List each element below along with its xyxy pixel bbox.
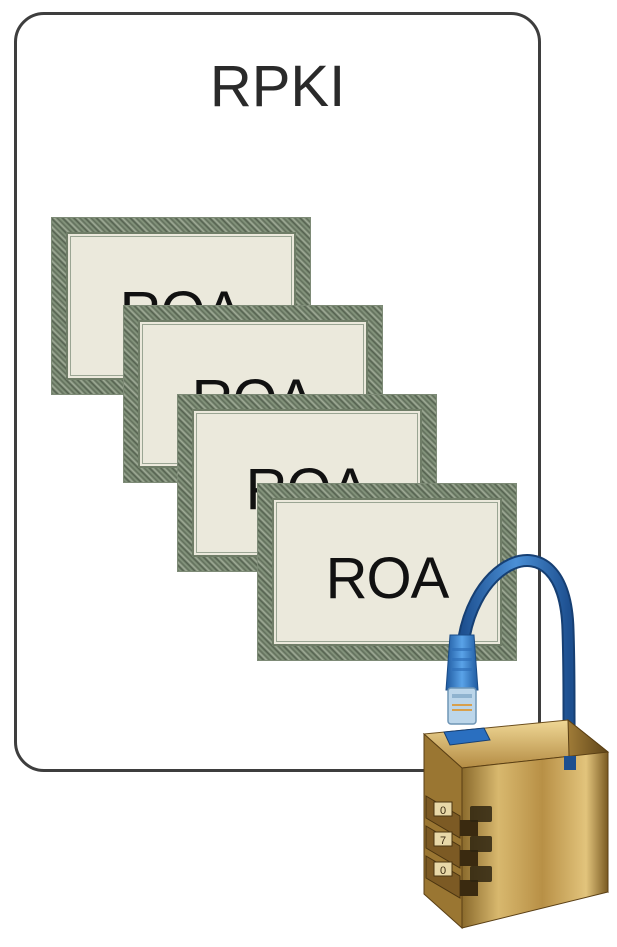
dial-digit-3: 0 [440,865,446,877]
dial-digit-1: 0 [440,805,446,817]
dial-digit-2: 7 [440,835,446,847]
combination-padlock-icon: 0 7 0 [400,520,615,940]
roa-label-4: ROA [325,546,450,611]
rpki-title: RPKI [209,54,346,119]
roa-certificate-4: ROA [258,484,516,660]
